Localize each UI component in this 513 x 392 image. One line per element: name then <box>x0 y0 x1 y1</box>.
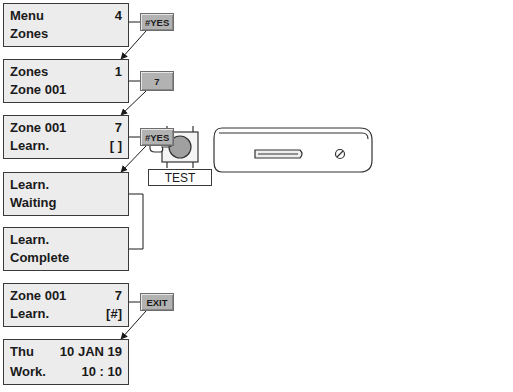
lcd-row: Zone 001 7 <box>10 120 122 136</box>
connector-line <box>129 81 140 82</box>
lcd-row: Zones <box>10 26 122 42</box>
lcd-text: Zones <box>10 64 48 80</box>
lcd-row: Thu 10 JAN 19 <box>10 344 122 360</box>
lcd-screen: Menu 4Zones <box>3 3 129 47</box>
lcd-screen: Zones 1Zone 001 <box>3 59 129 103</box>
lcd-text: Learn. <box>10 177 49 193</box>
test-label: TEST <box>165 171 196 185</box>
lcd-text: [#] <box>106 306 122 322</box>
lcd-text: 4 <box>115 8 122 24</box>
lcd-text: [ ] <box>110 138 122 154</box>
lcd-text: 10 : 10 <box>82 364 122 380</box>
lcd-screen: Learn. Waiting <box>3 172 129 216</box>
lcd-row: Zone 001 <box>10 82 122 98</box>
lcd-text: Complete <box>10 250 69 266</box>
key-button: #YES <box>140 13 174 31</box>
key-button: EXIT <box>140 293 174 311</box>
connector-line <box>129 302 140 303</box>
lcd-row: Work. 10 : 10 <box>10 364 122 380</box>
lcd-text: 7 <box>115 120 122 136</box>
lcd-text: Waiting <box>10 195 56 211</box>
lcd-screen: Zone 001 7Learn. [ ] <box>3 115 129 159</box>
lcd-text: Thu <box>10 344 34 360</box>
key-button: 7 <box>140 71 174 91</box>
lcd-screen: Thu 10 JAN 19 Work. 10 : 10 <box>3 339 129 385</box>
lcd-row: Learn. <box>10 232 122 248</box>
connector-line <box>129 194 143 249</box>
lcd-text: Learn. <box>10 232 49 248</box>
key-label: #YES <box>145 17 169 28</box>
lcd-row: Learn. [ ] <box>10 138 122 154</box>
lcd-text: Learn. <box>10 306 49 322</box>
lcd-text: 10 JAN 19 <box>60 344 122 360</box>
detector-device <box>214 128 372 172</box>
lcd-row: Waiting <box>10 195 122 211</box>
lcd-screen: Zone 001 7Learn. [#] <box>3 283 129 327</box>
lcd-text: Menu <box>10 8 44 24</box>
lcd-text: Learn. <box>10 138 49 154</box>
lcd-text: 7 <box>115 288 122 304</box>
lcd-text: Zone 001 <box>10 288 66 304</box>
lcd-text: Zone 001 <box>10 120 66 136</box>
lcd-row: Complete <box>10 250 122 266</box>
lcd-text: Work. <box>10 364 46 380</box>
lcd-row: Learn. <box>10 177 122 193</box>
lcd-text: Zones <box>10 26 48 42</box>
connector-line <box>129 22 140 23</box>
lcd-row: Menu 4 <box>10 8 122 24</box>
lcd-row: Learn. [#] <box>10 306 122 322</box>
lcd-row: Zones 1 <box>10 64 122 80</box>
key-label: 7 <box>154 76 159 87</box>
key-label: EXIT <box>146 297 167 308</box>
lcd-row: Zone 001 7 <box>10 288 122 304</box>
lcd-screen: Learn. Complete <box>3 227 129 271</box>
connector-line <box>129 137 140 138</box>
key-label: #YES <box>145 132 169 143</box>
lcd-text: Zone 001 <box>10 82 66 98</box>
lcd-text: 1 <box>115 64 122 80</box>
test-label-box: TEST <box>148 169 212 186</box>
key-button: #YES <box>140 128 174 146</box>
